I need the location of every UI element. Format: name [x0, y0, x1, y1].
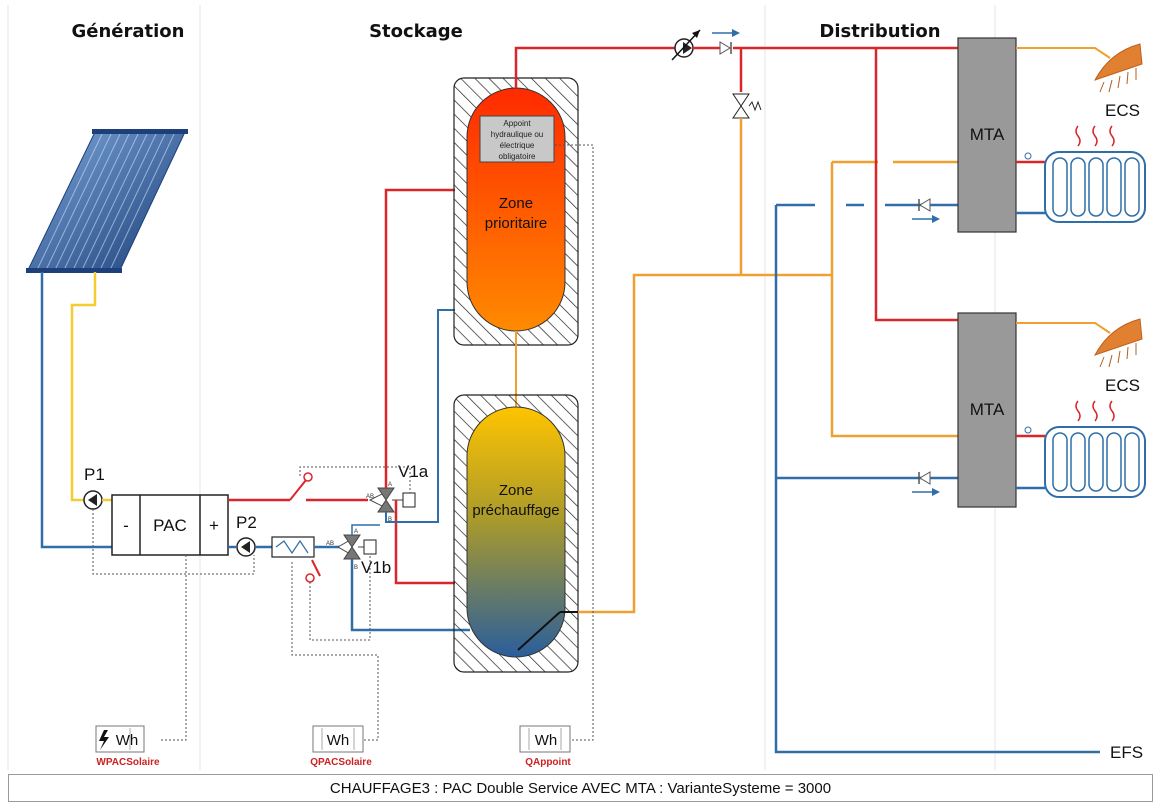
ecs-top-label: ECS [1105, 101, 1140, 120]
pump-p2-label: P2 [236, 513, 257, 532]
heat-pump-unit [111, 494, 229, 556]
mta-bottom-unit [957, 312, 1017, 508]
meter-wpacsolaire [95, 725, 145, 753]
mta-top-label: MTA [970, 125, 1005, 144]
shower-head-icon-2 [1093, 318, 1143, 368]
control-wires [92, 144, 594, 741]
pac-label: PAC [153, 516, 187, 535]
mixing-valve-icon [732, 93, 762, 119]
appoint-box [479, 115, 555, 163]
meter-qappoint-caption: QAppoint [525, 757, 571, 768]
check-valve-icon [719, 41, 732, 55]
section-title-stockage: Stockage [369, 21, 463, 42]
meter-wpacsolaire-caption: WPACSolaire [96, 757, 160, 768]
pac-plus-label: + [209, 516, 219, 535]
valve-v1b-label: V1b [361, 558, 391, 577]
zone-prioritaire-line-2: prioritaire [485, 215, 548, 232]
valve-v1a-port-b: B [388, 517, 392, 523]
valve-v1b-port-b: B [354, 565, 358, 571]
three-way-valve-v1a [368, 487, 416, 513]
solar-collector-icon [26, 129, 188, 273]
mta-top-unit [957, 37, 1017, 233]
valve-v1a-port-a: A [388, 482, 392, 488]
pump-p1-label: P1 [84, 465, 105, 484]
zone-prechauffage-line-2: préchauffage [472, 502, 559, 519]
pac-minus-label: - [123, 516, 129, 535]
zone-prioritaire-line-1: Zone [499, 195, 533, 212]
shower-head-icon [1093, 43, 1143, 93]
valve-v1b-port-ab: AB [326, 541, 334, 547]
check-valve-cold-2 [912, 471, 940, 496]
appoint-line-1: Appoint [503, 119, 531, 128]
meter-qappoint-unit: Wh [535, 732, 558, 749]
footer-text: CHAUFFAGE3 : PAC Double Service AVEC MTA… [329, 779, 832, 797]
radiator-top-icon [1016, 125, 1146, 223]
lightning-icon [99, 730, 109, 750]
valve-v1b-port-a: A [354, 529, 358, 535]
check-valve-cold-1 [912, 198, 940, 223]
meter-qappoint [519, 725, 571, 753]
valve-v1a-port-ab: AB [366, 494, 374, 500]
pump-p1-icon [83, 490, 103, 510]
lower-tank [453, 394, 579, 673]
circulator-pump-icon [671, 29, 701, 61]
meter-qpacsolaire [312, 725, 364, 753]
mta-bottom-label: MTA [970, 400, 1005, 419]
pump-p2-icon [236, 537, 256, 557]
section-title-distribution: Distribution [819, 21, 940, 42]
efs-label: EFS [1110, 743, 1143, 762]
meter-qpacsolaire-caption: QPACSolaire [310, 757, 372, 768]
meter-wpacsolaire-unit: Wh [116, 732, 139, 749]
radiator-bottom-icon [1016, 400, 1146, 498]
section-title-generation: Génération [72, 21, 185, 42]
ecs-bottom-label: ECS [1105, 376, 1140, 395]
valve-v1a-label: V1a [398, 462, 429, 481]
flow-arrow-icon [712, 29, 740, 37]
solar-return-pipe [40, 272, 112, 549]
appoint-line-4: obligatoire [499, 152, 536, 161]
system-diagram: Génération Stockage Distribution P1 - PA… [7, 5, 1146, 770]
zone-prechauffage-line-1: Zone [499, 482, 533, 499]
footer-caption: CHAUFFAGE3 : PAC Double Service AVEC MTA… [8, 774, 1153, 802]
meter-qpacsolaire-unit: Wh [327, 732, 350, 749]
appoint-line-2: hydraulique ou [491, 130, 543, 139]
appoint-line-3: électrique [500, 141, 535, 150]
heat-exchanger-icon [271, 536, 315, 558]
three-way-valve-v1b [336, 534, 377, 560]
solar-supply-pipe [70, 272, 97, 502]
